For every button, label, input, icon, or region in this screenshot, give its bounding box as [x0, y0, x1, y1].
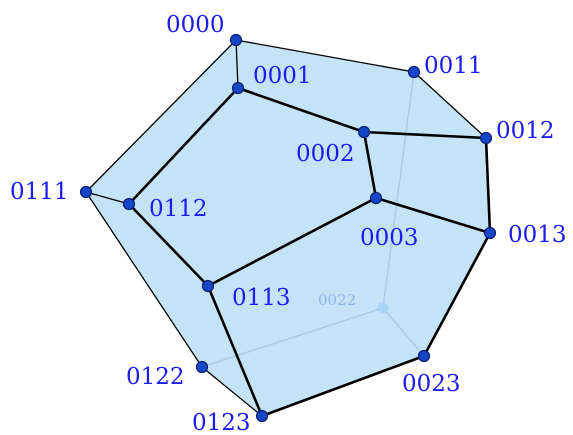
polytope-face: [86, 40, 490, 416]
thick-edge-0001-0002: [236, 86, 366, 134]
thin-edges: [85, 39, 487, 417]
vertex-label-0013: 0013: [508, 222, 567, 248]
vertex-node-0013: [483, 226, 497, 240]
hidden-edge-0022-0023: [382, 307, 425, 357]
vertex-node-0111: [79, 185, 93, 199]
vertex-node-0022: [377, 302, 389, 314]
edge-0000-0011: [235, 39, 415, 73]
thick-edge-0023-0013: [422, 231, 492, 358]
vertex-label-0122: 0122: [126, 364, 185, 390]
vertex-labels: 0000 0001 0011 0012 0002 0111 0112 0003 0013 0113…: [10, 12, 567, 435]
vertex-node-0002: [357, 125, 371, 139]
edge-0122-0123: [201, 366, 263, 417]
thick-edge-0112-0001: [127, 86, 240, 206]
vertex-label-0001: 0001: [253, 63, 312, 89]
thick-edge-0013-0003: [374, 196, 492, 235]
hidden-edges: [201, 71, 425, 368]
vertex-label-0111: 0111: [10, 179, 69, 205]
vertex-node-0011: [407, 65, 421, 79]
thick-edge-0123-0023: [260, 354, 426, 418]
vertex-label-0023: 0023: [402, 371, 461, 397]
vertex-label-0003: 0003: [360, 225, 419, 251]
vertex-label-0011: 0011: [424, 53, 483, 79]
vertex-label-0113: 0113: [232, 285, 291, 311]
vertex-node-0012: [479, 131, 493, 145]
hidden-edge-0022-0122: [201, 307, 384, 368]
vertex-node-0000: [229, 33, 243, 47]
thick-edge-0113-0112: [127, 202, 210, 288]
vertex-node-0122: [195, 360, 209, 374]
edge-0011-0012: [413, 71, 487, 139]
thick-edge-0113-0123: [206, 284, 264, 418]
vertex-nodes: [79, 33, 497, 423]
edge-0111-0112: [85, 191, 130, 205]
hidden-edge-0011-0022: [382, 71, 415, 309]
vertex-label-0000: 0000: [166, 12, 225, 38]
thick-edges: [127, 86, 492, 418]
thick-edge-0003-0113: [206, 196, 378, 288]
vertex-node-0023: [417, 349, 431, 363]
vertex-node-0001: [231, 81, 245, 95]
vertex-node-0112: [122, 197, 136, 211]
edge-0000-0001: [235, 39, 239, 89]
vertex-label-0002: 0002: [296, 141, 355, 167]
vertex-label-0012: 0012: [496, 118, 555, 144]
edge-0111-0122: [85, 191, 203, 368]
vertex-node-0123: [255, 409, 269, 423]
vertex-label-0112: 0112: [149, 196, 208, 222]
edge-0000-0111: [85, 39, 237, 193]
vertex-label-0123: 0123: [192, 410, 251, 435]
vertex-label-0022: 0022: [318, 291, 356, 309]
thick-edge-0002-0012: [362, 130, 488, 140]
thick-edge-0003-0002: [362, 130, 378, 200]
thick-edge-0012-0013: [484, 136, 492, 235]
vertex-node-0113: [201, 279, 215, 293]
vertex-node-0003: [369, 191, 383, 205]
